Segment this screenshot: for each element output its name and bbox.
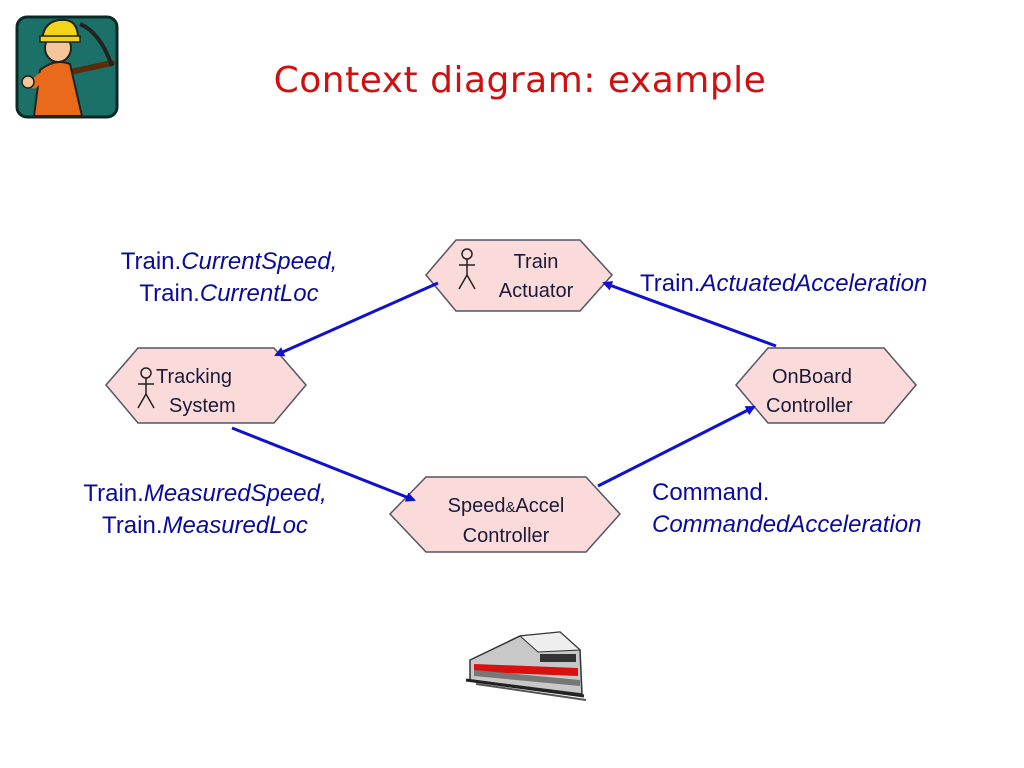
flow-current-l2-italic: CurrentLoc xyxy=(199,280,319,307)
train-actuator-line1: Train xyxy=(513,251,559,273)
speed-text: Speed xyxy=(447,495,506,517)
actor-icon-train-actuator xyxy=(458,248,476,290)
ampersand-text: & xyxy=(505,499,516,516)
train-actuator-label: Train Actuator xyxy=(486,248,586,306)
tracking-system-label: Tracking System xyxy=(152,363,264,421)
train-actuator-node xyxy=(425,239,614,312)
flow-measured-l2-prefix: Train. xyxy=(102,512,163,539)
arrow-speedaccel-to-onboard xyxy=(597,405,756,488)
flow-current-label: Train.CurrentSpeed, Train.CurrentLoc xyxy=(94,246,364,310)
flow-measured-l1-italic: MeasuredSpeed, xyxy=(143,480,327,507)
flow-actuated-italic: ActuatedAcceleration xyxy=(700,270,928,297)
train-actuator-line2: Actuator xyxy=(498,280,574,302)
onboard-controller-line2: Controller xyxy=(766,395,853,417)
flow-measured-l2-italic: MeasuredLoc xyxy=(162,512,308,539)
tracking-system-line2: System xyxy=(169,395,236,417)
flow-actuated-label: Train.ActuatedAcceleration xyxy=(640,268,927,300)
arrow-actuator-to-tracking xyxy=(274,281,439,357)
speed-accel-controller-line2: Controller xyxy=(462,525,550,547)
tracking-system-node xyxy=(105,347,307,424)
flow-measured-label: Train.MeasuredSpeed, Train.MeasuredLoc xyxy=(50,478,360,542)
speed-accel-controller-line1: Speed&Accel xyxy=(426,492,586,522)
onboard-controller-node xyxy=(735,347,917,424)
onboard-controller-line1: OnBoard xyxy=(772,366,853,388)
train-clipart xyxy=(465,631,587,701)
arrow-tracking-to-speedaccel xyxy=(231,426,416,502)
flow-actuated-prefix: Train. xyxy=(640,270,701,297)
speed-accel-controller-label: Speed&Accel Controller xyxy=(426,492,586,551)
flow-commanded-l1: Command. xyxy=(652,479,770,506)
onboard-controller-label: OnBoard Controller xyxy=(766,363,886,421)
flow-current-l2-prefix: Train. xyxy=(139,280,200,307)
speed-accel-controller-node xyxy=(388,476,622,553)
flow-commanded-label: Command. CommandedAcceleration xyxy=(652,477,921,541)
arrow-onboard-to-actuator xyxy=(602,281,777,348)
flow-measured-l1-prefix: Train. xyxy=(83,480,144,507)
flow-commanded-l2-italic: CommandedAcceleration xyxy=(652,511,922,538)
slide-title: Context diagram: example xyxy=(273,60,767,101)
tracking-system-line1: Tracking xyxy=(156,366,232,388)
flow-current-l1-prefix: Train. xyxy=(120,248,182,275)
accel-text: Accel xyxy=(515,495,565,517)
flow-current-l1-italic: CurrentSpeed, xyxy=(181,248,338,275)
actor-icon-tracking-system xyxy=(137,367,155,409)
